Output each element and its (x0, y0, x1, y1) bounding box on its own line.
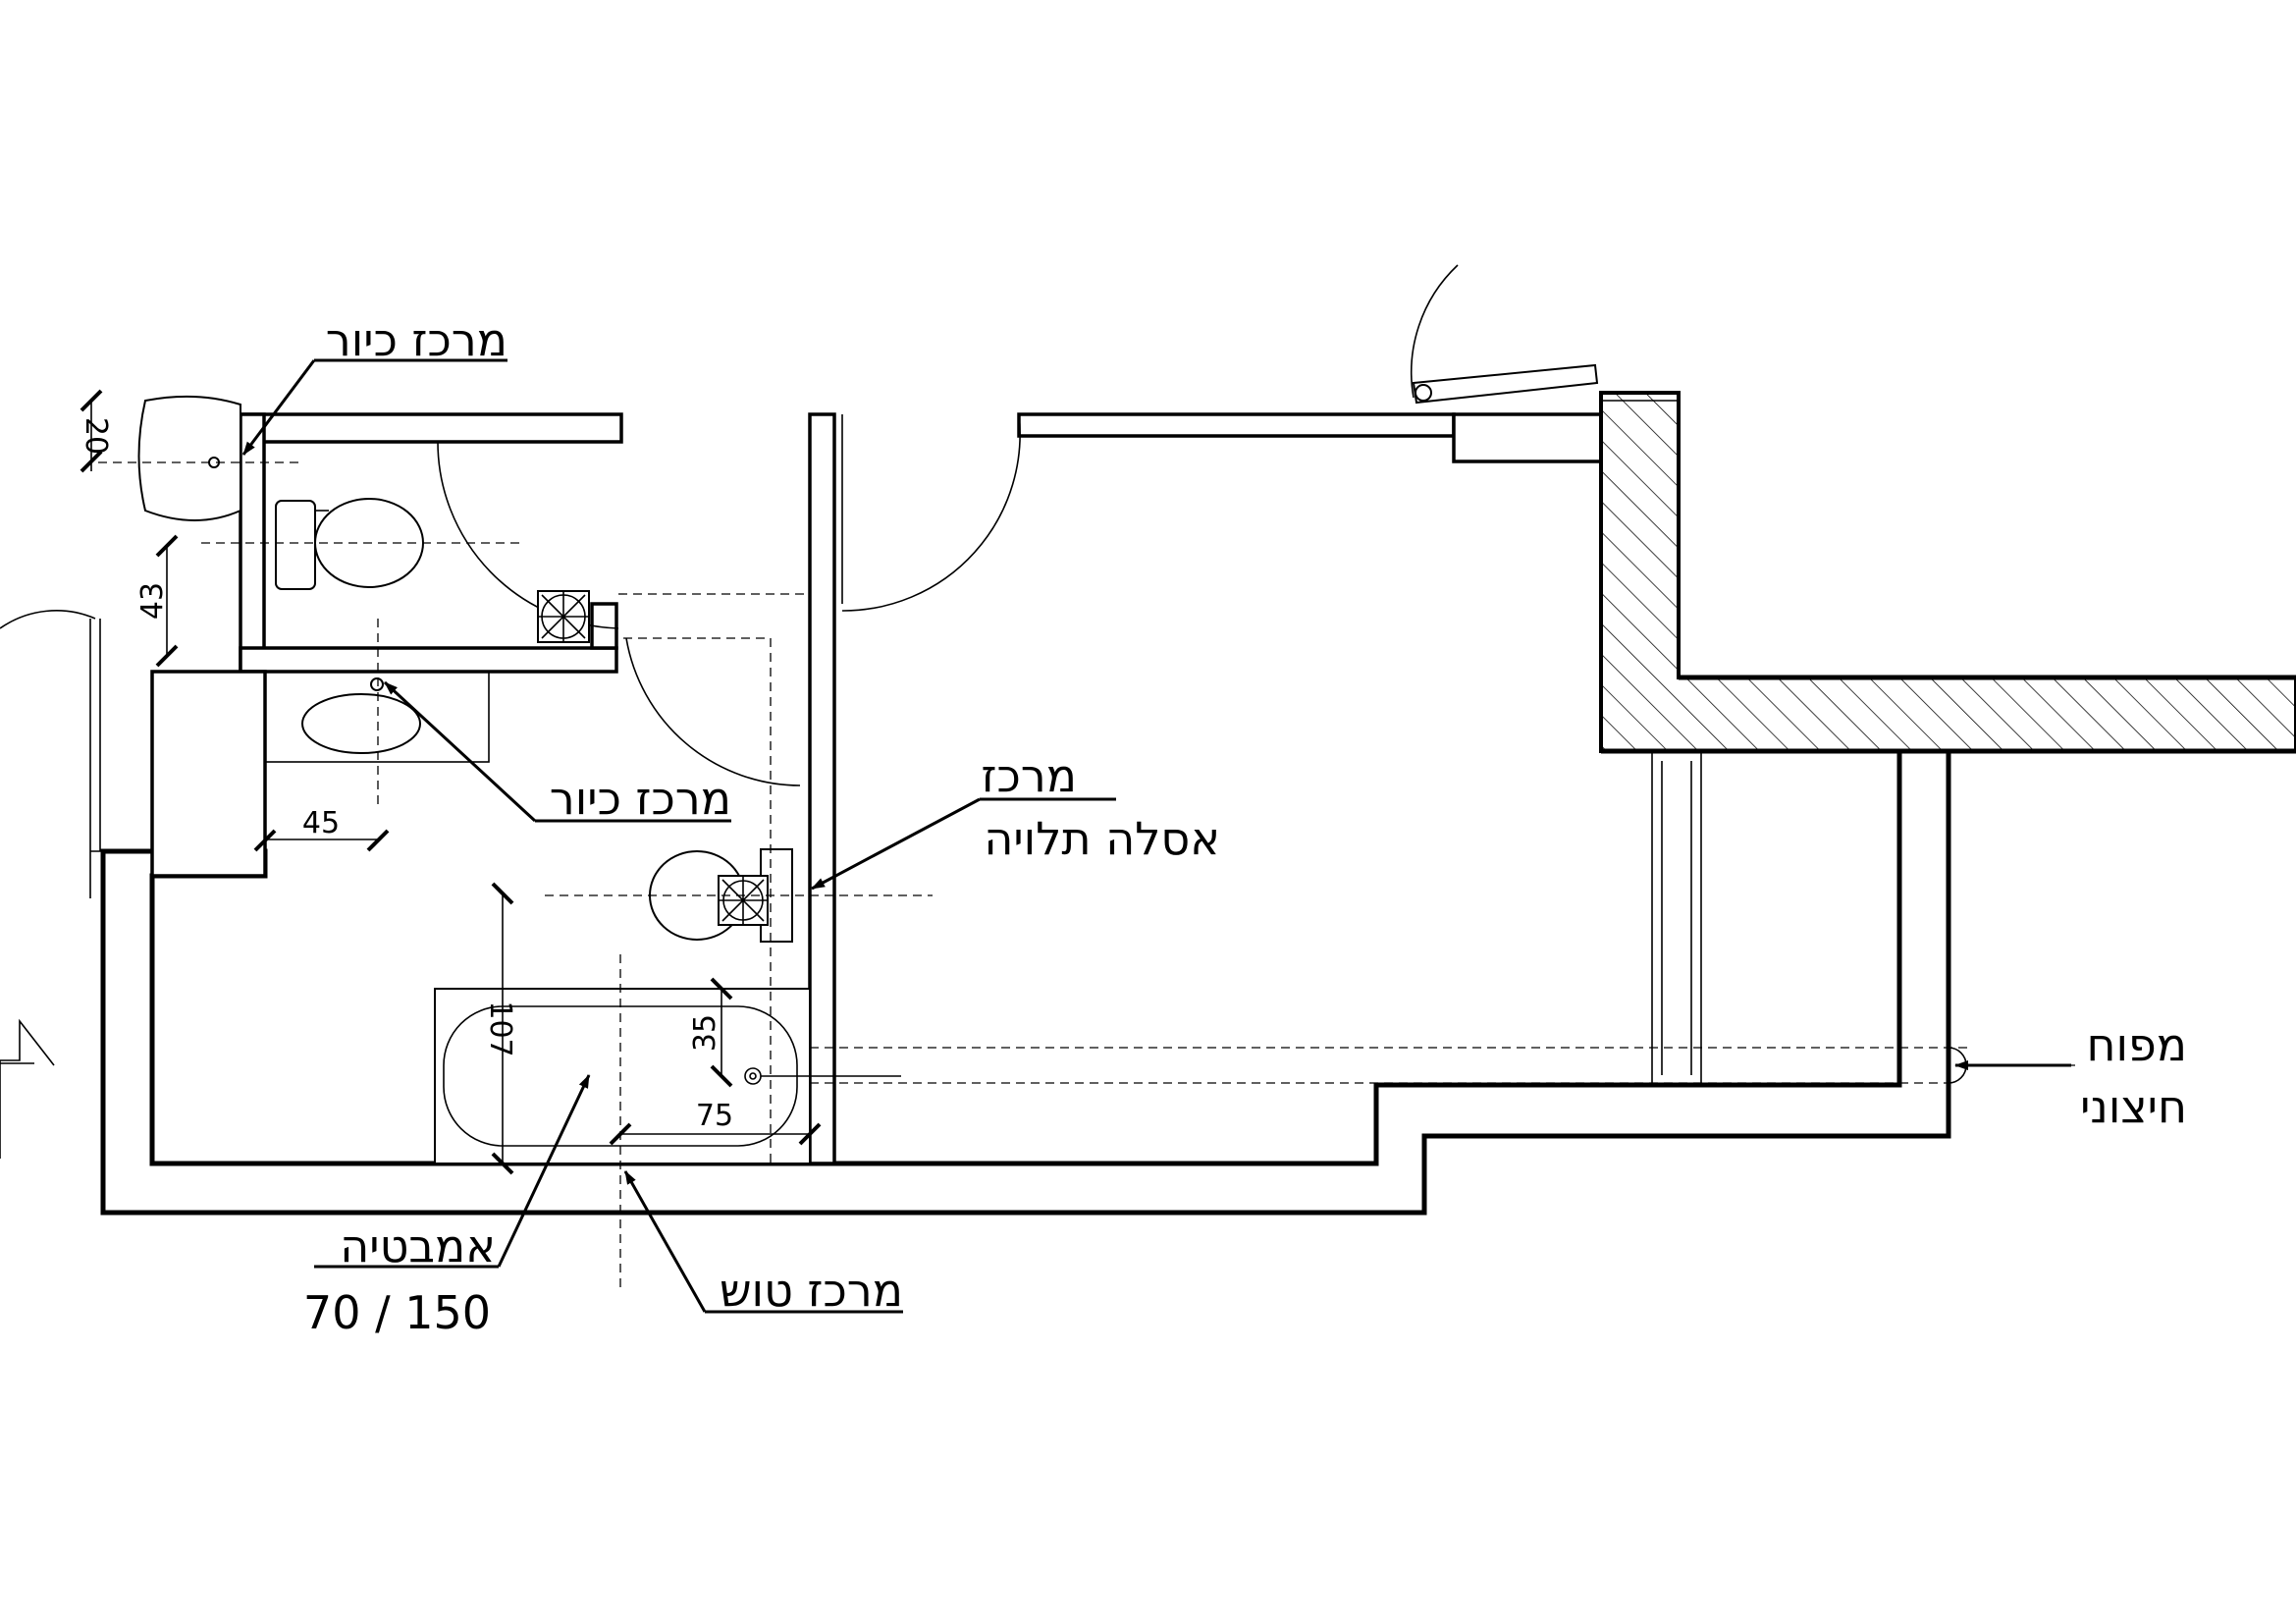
label-toilet-center-1: מרכז (982, 749, 1077, 802)
dim-sink-offset: 20 (79, 417, 113, 455)
dim-sink-to-wall: 43 (135, 582, 170, 620)
dim-basin-offset: 45 (302, 806, 340, 840)
label-bathtub-2: 70 / 150 (303, 1286, 491, 1339)
label-sink-center-top: מרכז כיור (326, 313, 507, 366)
label-sink-center-mid: מרכז כיור (550, 772, 731, 825)
dimensions: 20 43 45 107 35 75 (79, 389, 822, 1175)
drain-top (537, 590, 590, 643)
leaders (241, 358, 2071, 1314)
label-external-1: מפוח (2086, 1018, 2187, 1071)
dim-tub-length: 107 (483, 1001, 517, 1056)
labels: מרכז כיור מרכז כיור מרכז אסלה תלויה מפוח… (303, 313, 2187, 1339)
label-bathtub-1: אמבטיה (340, 1219, 496, 1272)
dim-tap-height: 35 (688, 1014, 722, 1052)
label-shower-center: מרכז טוש (720, 1264, 903, 1317)
outer-walls (89, 412, 2296, 1216)
drain-toilet (718, 875, 769, 926)
label-external-2: חיצוני (2080, 1080, 2187, 1133)
dim-tap-offset: 75 (696, 1099, 733, 1133)
center-lines (98, 461, 2076, 1291)
label-toilet-center-2: אסלה תלויה (984, 812, 1220, 865)
hatched-wall (1599, 391, 2296, 753)
